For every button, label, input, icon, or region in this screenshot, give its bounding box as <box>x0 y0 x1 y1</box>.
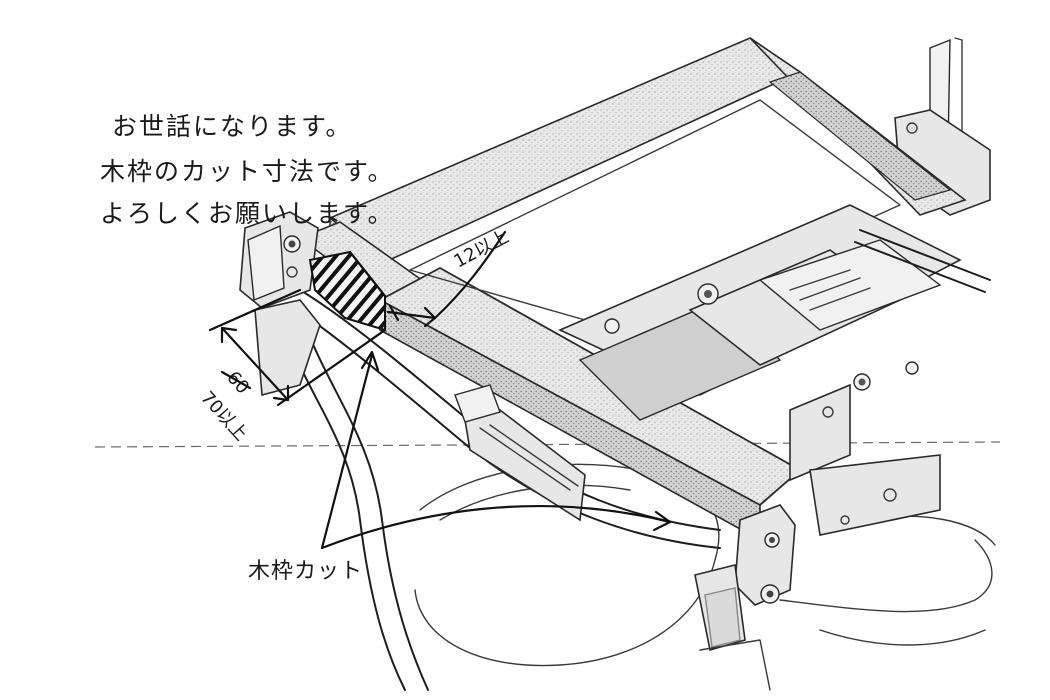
dimension-length-label: 70以上 <box>196 387 251 445</box>
note-line-3: よろしくお願いします。 <box>100 199 395 228</box>
seat-frame <box>298 37 967 542</box>
dimension-width <box>386 230 507 328</box>
cut-callout-label: 木枠カット <box>248 559 363 584</box>
handwritten-notes: お世話になります。 木枠のカット寸法です。 よろしくお願いします。 <box>100 112 395 228</box>
strike-through-mark <box>220 370 252 390</box>
cut-callout-leaders <box>320 350 672 550</box>
slide-mechanism <box>558 204 991 536</box>
note-line-1: お世話になります。 <box>112 112 353 141</box>
left-hinge <box>239 211 321 397</box>
dimension-length-struck-label: 60 <box>222 367 253 398</box>
front-latch <box>454 384 586 522</box>
note-line-2: 木枠のカット寸法です。 <box>100 157 395 186</box>
dimension-length <box>208 288 387 407</box>
right-hinge <box>694 504 796 691</box>
